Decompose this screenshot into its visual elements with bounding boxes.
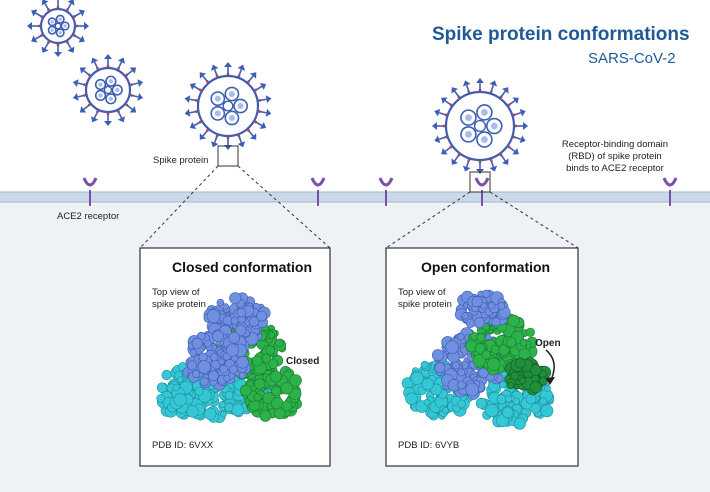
zoom-line-left-open	[385, 191, 471, 249]
closed-top-view-label: Top view of spike protein	[152, 287, 206, 311]
zoom-line-right-open	[489, 191, 579, 249]
rbd-annotation: Receptor-binding domain (RBD) of spike p…	[540, 139, 690, 175]
closed-pdb-id: PDB ID: 6VXX	[152, 440, 214, 451]
rbd-line-1: Receptor-binding domain	[561, 139, 669, 150]
rbd-line-3: binds to ACE2 receptor	[566, 163, 664, 174]
closed-state-label: Closed	[286, 356, 320, 367]
virus-icon	[183, 61, 273, 151]
diagram-subtitle: SARS-CoV-2	[588, 50, 676, 67]
open-top-view-label: Top view of spike protein	[398, 287, 452, 311]
closed-top-view-line-2: spike protein	[152, 299, 206, 310]
ace2-receptor-icon	[378, 177, 394, 206]
ace2-receptor-icon	[82, 177, 98, 206]
open-top-view-line-1: Top view of	[398, 287, 446, 298]
open-panel-title: Open conformation	[421, 259, 551, 275]
cell-membrane	[0, 192, 710, 202]
spike-protein-label: Spike protein	[153, 155, 209, 166]
diagram-title: Spike protein conformations	[432, 24, 690, 45]
open-state-label: Open	[535, 338, 561, 349]
rbd-highlight-box	[469, 171, 491, 193]
cell-interior	[0, 196, 710, 492]
virus-icon	[26, 0, 90, 58]
spike-highlight-box	[217, 145, 239, 167]
closed-spike-protein-structure	[156, 292, 303, 423]
ace2-receptor-icon	[474, 177, 490, 206]
open-spike-protein-structure	[401, 289, 555, 430]
zoom-line-left-closed	[139, 165, 219, 249]
zoom-line-right-closed	[237, 165, 331, 249]
virus-icon	[71, 53, 145, 127]
open-pdb-id: PDB ID: 6VYB	[398, 440, 460, 451]
ace2-receptor-icon	[310, 177, 326, 206]
virus-icon	[431, 77, 529, 175]
ace2-receptor-icon	[662, 177, 678, 206]
open-top-view-line-2: spike protein	[398, 299, 452, 310]
rbd-line-2: (RBD) of spike protein	[568, 151, 662, 162]
closed-panel-title: Closed conformation	[172, 259, 313, 275]
ace2-receptor-label: ACE2 receptor	[57, 211, 120, 222]
closed-top-view-line-1: Top view of	[152, 287, 200, 298]
